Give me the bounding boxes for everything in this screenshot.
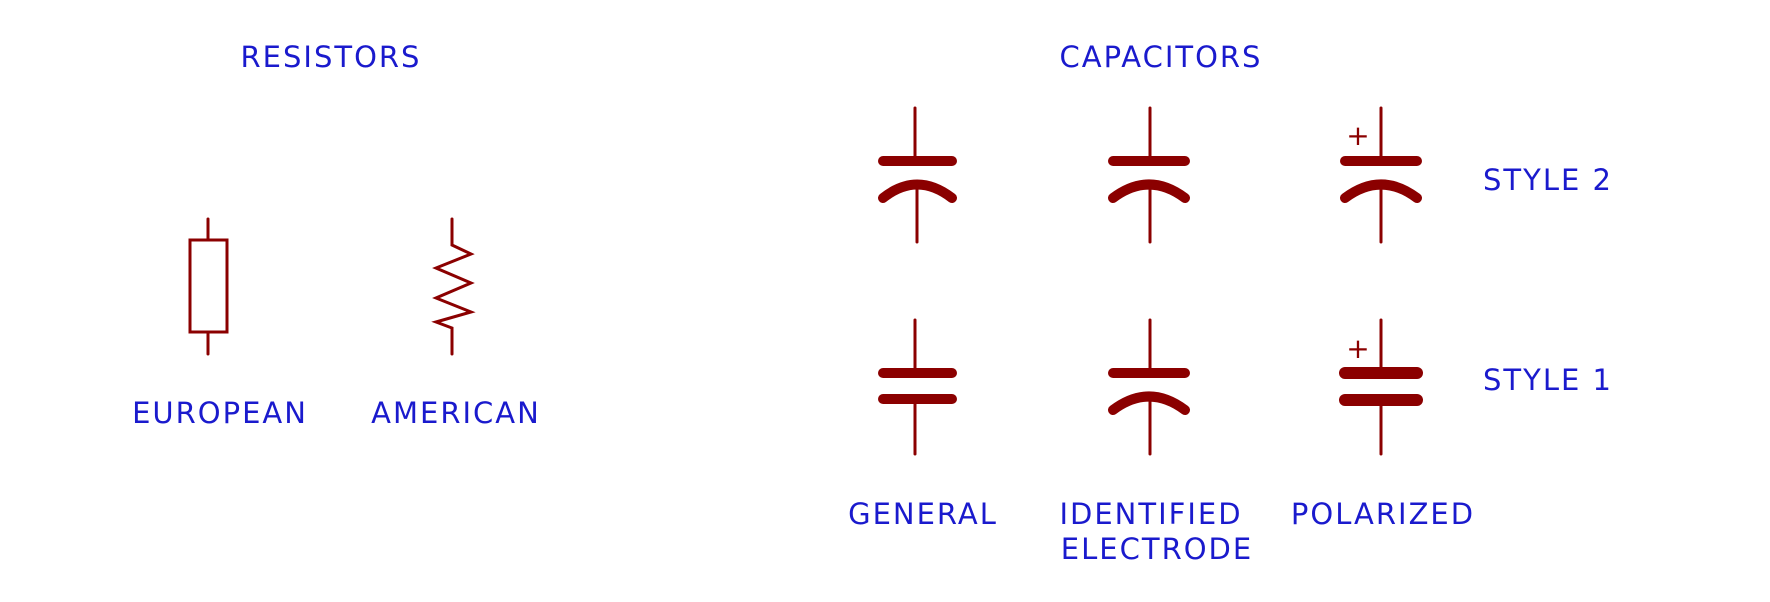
general-label: GENERAL xyxy=(848,497,998,531)
capacitor-polarized-style1: + xyxy=(1339,318,1423,456)
capacitors-title: CAPACITORS xyxy=(1060,40,1263,74)
identified-label-line1: IDENTIFIED xyxy=(1059,497,1242,531)
plus-sign-style2: + xyxy=(1346,119,1369,152)
american-resistor-symbol xyxy=(431,217,476,356)
resistors-title: RESISTORS xyxy=(241,40,422,74)
european-resistor-symbol xyxy=(188,217,229,356)
american-label: AMERICAN xyxy=(371,396,541,430)
capacitor-general-style2 xyxy=(878,106,957,244)
capacitor-identified-style1 xyxy=(1108,318,1190,456)
style2-label: STYLE 2 xyxy=(1483,163,1613,197)
plus-sign-style1: + xyxy=(1346,332,1369,365)
european-label: EUROPEAN xyxy=(132,396,308,430)
identified-label-line2: ELECTRODE xyxy=(1061,532,1253,566)
polarized-label: POLARIZED xyxy=(1291,497,1475,531)
capacitor-general-style1 xyxy=(878,318,957,456)
style1-label: STYLE 1 xyxy=(1483,363,1613,397)
capacitor-identified-style2 xyxy=(1108,106,1190,244)
capacitor-polarized-style2: + xyxy=(1340,106,1422,244)
